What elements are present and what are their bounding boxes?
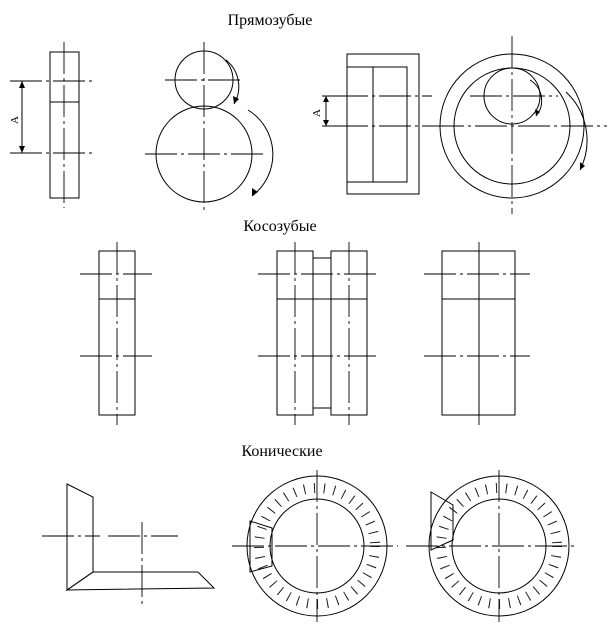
- title-helical: Косозубые: [243, 218, 316, 235]
- bevel-gear-front-view-center: [232, 470, 398, 622]
- bevel-gear-side-section: [42, 483, 216, 605]
- bevel-gear-front-view-right: [406, 470, 578, 622]
- helical-single-gear-pair: [80, 242, 152, 425]
- title-spur: Прямозубые: [228, 12, 313, 29]
- herringbone-gear-pair: [424, 242, 530, 425]
- title-bevel: Конические: [241, 443, 322, 460]
- helical-double-gear-with-groove: [258, 242, 378, 425]
- spur-internal-front-view: [432, 36, 607, 214]
- dimension-label-left: A: [9, 116, 21, 124]
- spur-internal-side-section: A: [311, 53, 432, 195]
- spur-external-front-view: [145, 42, 274, 210]
- dimension-label-right: A: [311, 109, 323, 117]
- spur-external-side-view: A: [9, 42, 92, 208]
